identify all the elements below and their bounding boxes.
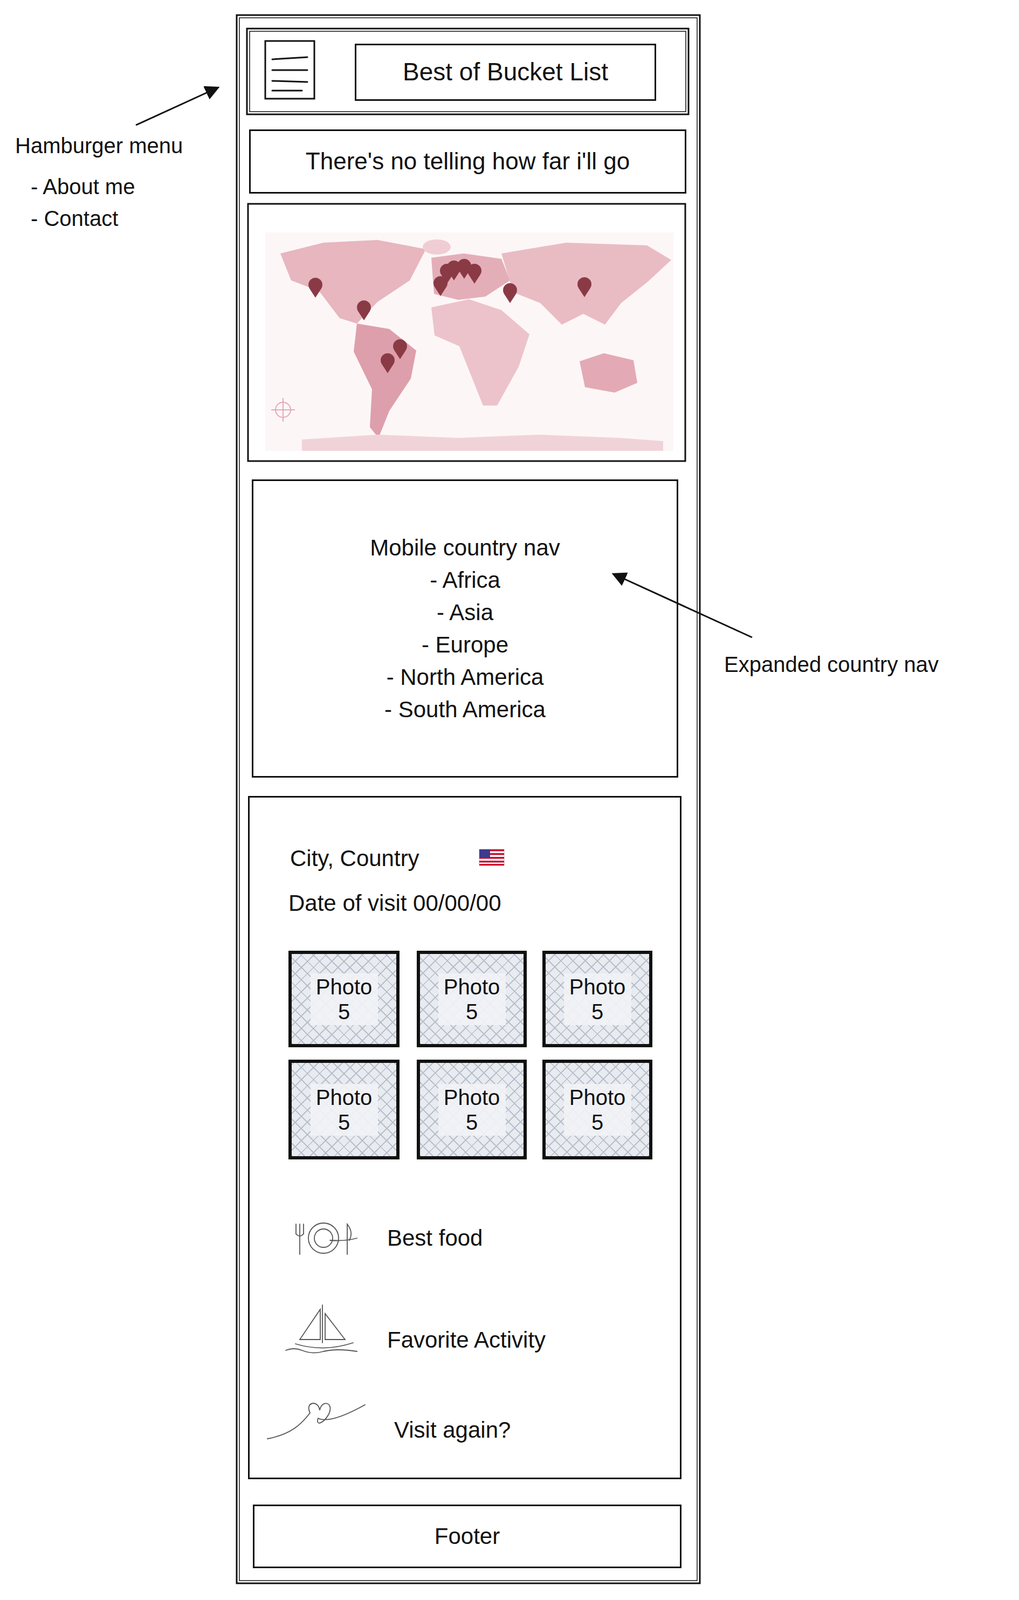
photo-label: Photo 5 xyxy=(310,1083,378,1136)
photo-box: Photo 5 xyxy=(288,1059,400,1160)
photo-box: Photo 5 xyxy=(288,950,400,1048)
annotation-text: Hamburger menu xyxy=(15,132,183,159)
phone-frame-sketch xyxy=(239,17,698,1581)
box-text: Favorite Activity xyxy=(387,1326,546,1354)
photo-label: Photo 5 xyxy=(438,973,506,1025)
nav-item: - Europe xyxy=(421,628,509,662)
tagline-box: There's no telling how far i'll go xyxy=(249,129,687,194)
photo-box: Photo 5 xyxy=(416,950,527,1048)
photo-label: Photo 5 xyxy=(438,1083,506,1136)
country-nav-box: Mobile country nav- Africa- Asia- Europe… xyxy=(251,479,679,778)
box-text: Best food xyxy=(387,1224,483,1252)
annotation-text: - About me xyxy=(30,173,135,200)
world-map xyxy=(248,203,686,461)
nav-item: - South America xyxy=(384,693,546,726)
annotation-text: Expanded country nav xyxy=(724,651,939,678)
phone-frame xyxy=(236,15,700,1583)
photo-label: Photo 5 xyxy=(563,1083,632,1136)
photo-label: Photo 5 xyxy=(310,973,378,1025)
box-text: City, Country xyxy=(290,844,420,872)
box-text: Footer xyxy=(434,1522,500,1550)
heart-line-icon xyxy=(267,1402,366,1439)
header-bar xyxy=(246,28,689,115)
leader-arrow xyxy=(135,87,219,126)
header-bar-sketch xyxy=(249,31,686,112)
destination-card: City, CountryDate of visit 00/00/00Best … xyxy=(248,795,682,1479)
photo-box: Photo 5 xyxy=(542,950,653,1048)
box-text: Mobile country nav xyxy=(369,531,561,564)
footer-box: Footer xyxy=(252,1504,682,1568)
sailboat-icon xyxy=(285,1304,357,1353)
nav-item: - North America xyxy=(386,661,545,694)
box-text: There's no telling how far i'll go xyxy=(305,147,630,176)
hamburger-icon xyxy=(265,40,315,99)
photo-label: Photo 5 xyxy=(563,973,632,1025)
photo-box: Photo 5 xyxy=(416,1059,527,1160)
flag-icon xyxy=(479,849,505,866)
box-text: Best of Bucket List xyxy=(402,57,609,87)
nav-item: - Africa xyxy=(429,563,501,597)
box-text: Visit again? xyxy=(394,1416,511,1444)
photo-box: Photo 5 xyxy=(542,1059,653,1160)
nav-item: - Asia xyxy=(436,596,494,629)
box-text: Date of visit 00/00/00 xyxy=(288,889,502,917)
food-icon xyxy=(295,1222,357,1255)
title-box: Best of Bucket List xyxy=(354,43,657,101)
annotation-text: - Contact xyxy=(30,205,119,232)
leader-arrow xyxy=(613,573,753,638)
